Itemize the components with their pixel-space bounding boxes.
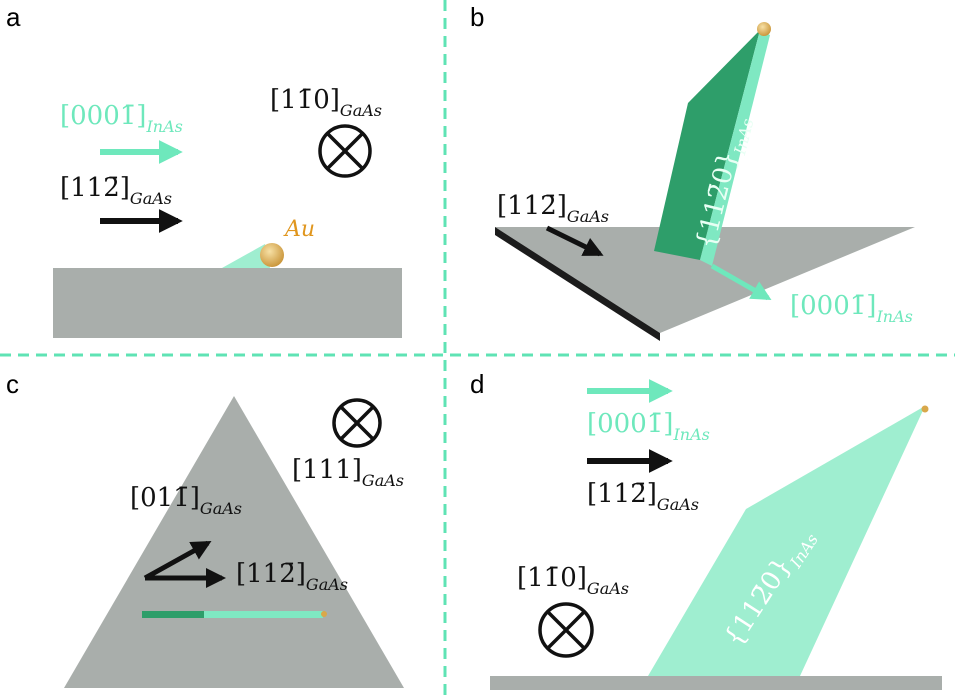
label-c-out-of-plane: [111]GaAs [292,455,404,490]
au-droplet-a [260,243,284,267]
substrate-d [490,676,942,690]
nanowire-b-side [700,30,770,266]
label-b-gaas-direction: [112̄]GaAs [497,191,609,226]
panel-letter-a: a [6,2,21,32]
substrate-c-triangle [64,396,404,688]
label-c-dir-a: [011̄]GaAs [130,483,242,518]
label-a-out-of-plane: [11̄0]GaAs [270,85,382,120]
nanowire-b-facet [654,30,760,260]
panel-letter-c: c [6,369,19,399]
arrow-c-dir-a [143,540,212,581]
nanowire-c-dark [142,611,204,618]
panel-b: b [112̄]GaAs {112̄0}InAs [0001̄]InAs [470,2,915,341]
label-a-inas-direction: [0001̄]InAs [60,101,183,136]
au-label: Au [283,217,315,242]
au-droplet-d [921,405,929,413]
nanowire-c-light [204,611,323,618]
au-droplet-b [757,22,771,36]
au-droplet-c [321,611,327,617]
panel-a: a [0001̄]InAs [112̄]GaAs [11̄0]GaAs Au [6,2,402,338]
label-b-inas-direction: [0001̄]InAs [790,291,913,326]
panel-d: d [0001̄]InAs [112̄]GaAs [11̄0]GaAs {112… [470,369,942,690]
arrow-b-gaas [545,225,604,257]
into-page-symbol-a [318,124,372,178]
substrate-a [53,268,402,338]
nanowire-d [648,406,925,676]
label-d-gaas-direction: [112̄]GaAs [587,479,699,514]
label-c-dir-b: [112̄]GaAs [236,559,348,594]
arrow-b-inas [710,263,772,301]
panel-c: c [111]GaAs [011̄]GaAs [112̄]GaAs [6,369,404,688]
panel-letter-b: b [470,2,484,32]
label-a-gaas-direction: [112̄]GaAs [60,173,172,208]
label-d-inas-direction: [0001̄]InAs [587,409,710,444]
substrate-b-side [495,227,660,341]
into-page-symbol-d [538,602,594,658]
label-d-out-of-plane: [11̄0]GaAs [517,563,629,598]
panel-letter-d: d [470,369,484,399]
into-page-symbol-c [332,398,382,448]
nanowire-a [222,244,270,268]
